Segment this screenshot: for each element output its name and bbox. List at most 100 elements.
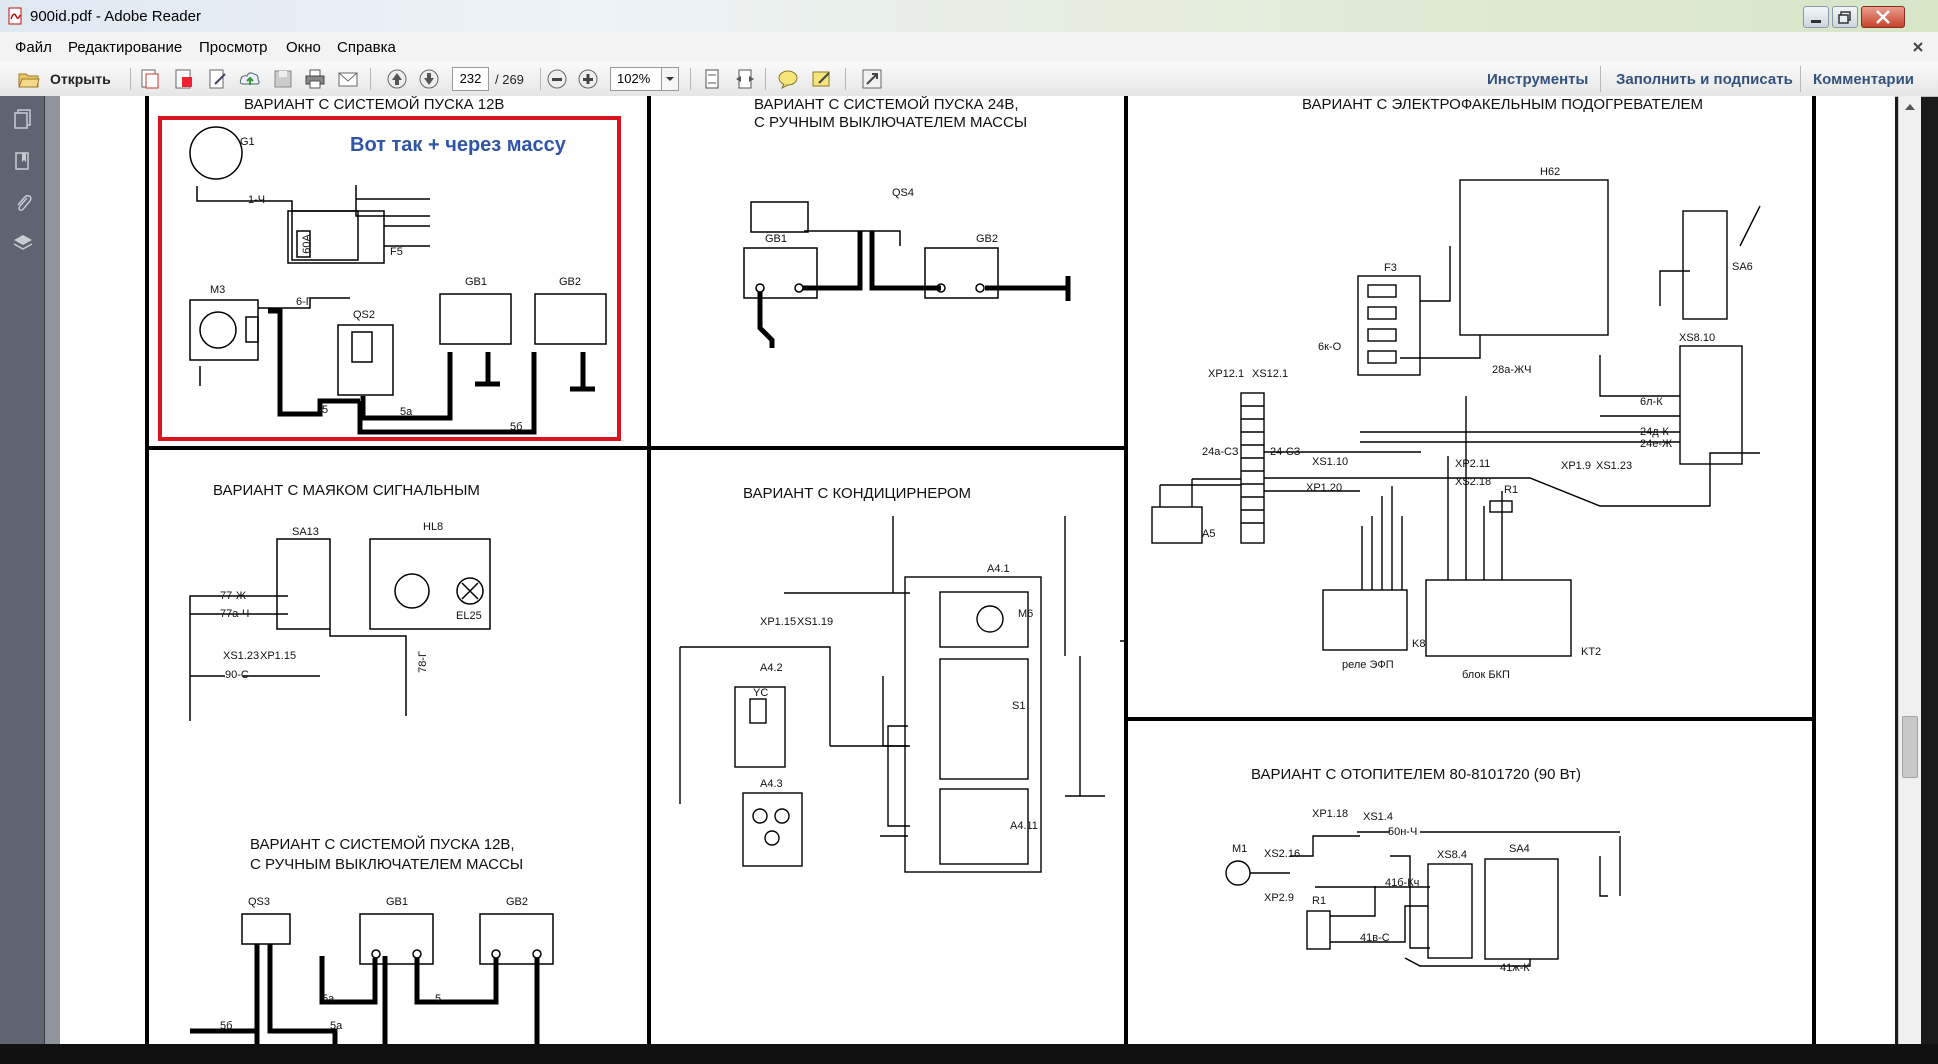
section6-power-wires [190, 944, 540, 1044]
label-QS2: QS2 [353, 309, 376, 321]
restore-icon [1838, 11, 1851, 24]
label-QS3: QS3 [248, 896, 271, 908]
taskbar-strip [0, 1044, 1938, 1064]
vertical-scrollbar[interactable] [1898, 96, 1921, 1044]
label-wire-24e: 24е-Ж [1640, 438, 1673, 450]
label-wire-5b-s6: 5б [220, 1020, 233, 1032]
label-blok-bkp: блок БКП [1462, 669, 1510, 681]
label-wire-24a: 24а-СЗ [1202, 446, 1239, 458]
label-SA13: SA13 [292, 526, 319, 538]
label-A5: A5 [1202, 528, 1216, 540]
zoom-dropdown[interactable] [661, 67, 679, 91]
open-label: Открыть [50, 71, 111, 87]
fill-sign-panel-link[interactable]: Заполнить и подписать [1616, 71, 1793, 88]
label-GB1-s2: GB1 [765, 233, 788, 245]
minimize-button[interactable] [1803, 6, 1829, 28]
label-wire-5a-s6: 5а [322, 993, 335, 1005]
label-wire-28a: 28а-ЖЧ [1492, 364, 1532, 376]
toolbar-separator [370, 68, 371, 90]
label-SA6: SA6 [1732, 261, 1753, 273]
email-icon[interactable] [336, 67, 360, 91]
handwritten-note: Вот так + через массу [350, 134, 566, 156]
toolbar-separator [1800, 66, 1801, 92]
menu-file[interactable]: Файл [15, 39, 52, 56]
label-M3: M3 [210, 284, 226, 296]
menu-window[interactable]: Окно [286, 39, 321, 56]
label-R1-s3: R1 [1504, 484, 1519, 496]
section4-schematic [189, 538, 491, 721]
page-down-icon[interactable] [417, 67, 441, 91]
document-page[interactable]: ВАРИАНТ С СИСТЕМОЙ ПУСКА 12В Вот так + ч… [60, 96, 1895, 1044]
tools-panel-link[interactable]: Инструменты [1487, 71, 1589, 88]
toolbar-separator [690, 68, 691, 90]
create-pdf-icon[interactable] [138, 67, 162, 91]
label-XS2-18: XS2.18 [1455, 476, 1492, 488]
menu-bar: Файл Редактирование Просмотр Окно Справк… [0, 32, 1938, 63]
fit-width-icon[interactable] [733, 67, 757, 91]
label-wire-77: 77-Ж [220, 590, 247, 602]
zoom-in-icon[interactable] [576, 67, 600, 91]
scrollbar-thumb[interactable] [1902, 716, 1918, 778]
close-doc-icon[interactable] [1912, 41, 1924, 53]
restore-button[interactable] [1832, 6, 1858, 28]
expand-icon[interactable] [860, 67, 884, 91]
page-thumbnails-icon[interactable] [12, 108, 34, 130]
section4-title: ВАРИАНТ С МАЯКОМ СИГНАЛЬНЫМ [213, 482, 480, 499]
label-XS1-23: XS1.23 [223, 650, 260, 662]
title-bar: 900id.pdf - Adobe Reader [0, 0, 1938, 32]
toolbar-separator [540, 68, 541, 90]
toolbar-separator [1600, 66, 1601, 92]
edit-pdf-icon[interactable] [206, 67, 230, 91]
label-fuse-60A: 60А [300, 234, 313, 254]
label-XP12-1: XP12.1 [1208, 368, 1245, 380]
attachments-icon[interactable] [12, 192, 34, 214]
section3-schematic [1151, 179, 1761, 657]
label-XS1-4: XS1.4 [1363, 811, 1393, 823]
label-wire-78: 78-Г [416, 651, 429, 673]
highlight-icon[interactable] [810, 67, 834, 91]
label-wire-77a: 77а-Ч [220, 608, 250, 620]
section5-schematic [679, 516, 1105, 873]
combine-files-icon[interactable] [172, 67, 196, 91]
label-XS1-10: XS1.10 [1312, 456, 1349, 468]
print-icon[interactable] [303, 67, 327, 91]
zoom-out-icon[interactable] [545, 67, 569, 91]
toolbar-separator [845, 68, 846, 90]
menu-edit[interactable]: Редактирование [68, 39, 183, 56]
menu-help[interactable]: Справка [337, 39, 396, 56]
label-wire-5b: 5б [510, 421, 523, 433]
zoom-level-input[interactable]: 102% [610, 67, 662, 91]
label-XS8-10: XS8.10 [1679, 332, 1716, 344]
close-button[interactable] [1861, 6, 1905, 28]
open-button[interactable]: Открыть [14, 67, 122, 91]
page-up-icon[interactable] [385, 67, 409, 91]
section3-title: ВАРИАНТ С ЭЛЕКТРОФАКЕЛЬНЫМ ПОДОГРЕВАТЕЛЕ… [1302, 96, 1704, 113]
comment-icon[interactable] [776, 67, 800, 91]
label-XS12-1: XS12.1 [1252, 368, 1289, 380]
label-wire-50n: 50н-Ч [1388, 826, 1418, 838]
menu-view[interactable]: Просмотр [199, 39, 268, 56]
page-number-input[interactable]: 232 [452, 67, 489, 91]
layers-icon[interactable] [12, 232, 34, 254]
comments-panel-link[interactable]: Комментарии [1813, 71, 1915, 88]
fit-page-icon[interactable] [700, 67, 724, 91]
label-KT2: KT2 [1581, 646, 1602, 658]
label-wire-90: 90-С [225, 669, 249, 681]
bookmarks-icon[interactable] [12, 150, 34, 172]
label-YC: YC [753, 687, 769, 699]
label-XP1-15-s4: XP1.15 [260, 650, 297, 662]
label-wire-24d: 24д-К [1640, 426, 1669, 438]
label-XP1-18: XP1.18 [1312, 808, 1349, 820]
save-icon[interactable] [271, 67, 295, 91]
section2-title-line2: С РУЧНЫМ ВЫКЛЮЧАТЕЛЕМ МАССЫ [754, 114, 1028, 131]
cloud-upload-icon[interactable] [238, 67, 262, 91]
wiring-diagram [145, 96, 1816, 1044]
section1-title: ВАРИАНТ С СИСТЕМОЙ ПУСКА 12В [244, 96, 505, 113]
chevron-down-icon [666, 77, 674, 81]
section1-power-wires [268, 308, 595, 435]
label-F3: F3 [1384, 262, 1397, 274]
scroll-up-icon[interactable] [1900, 98, 1920, 116]
section7-schematic [1225, 831, 1621, 967]
label-XP1-15-s5: XP1.15 [760, 616, 797, 628]
label-XP1-9: XP1.9 [1561, 460, 1591, 472]
